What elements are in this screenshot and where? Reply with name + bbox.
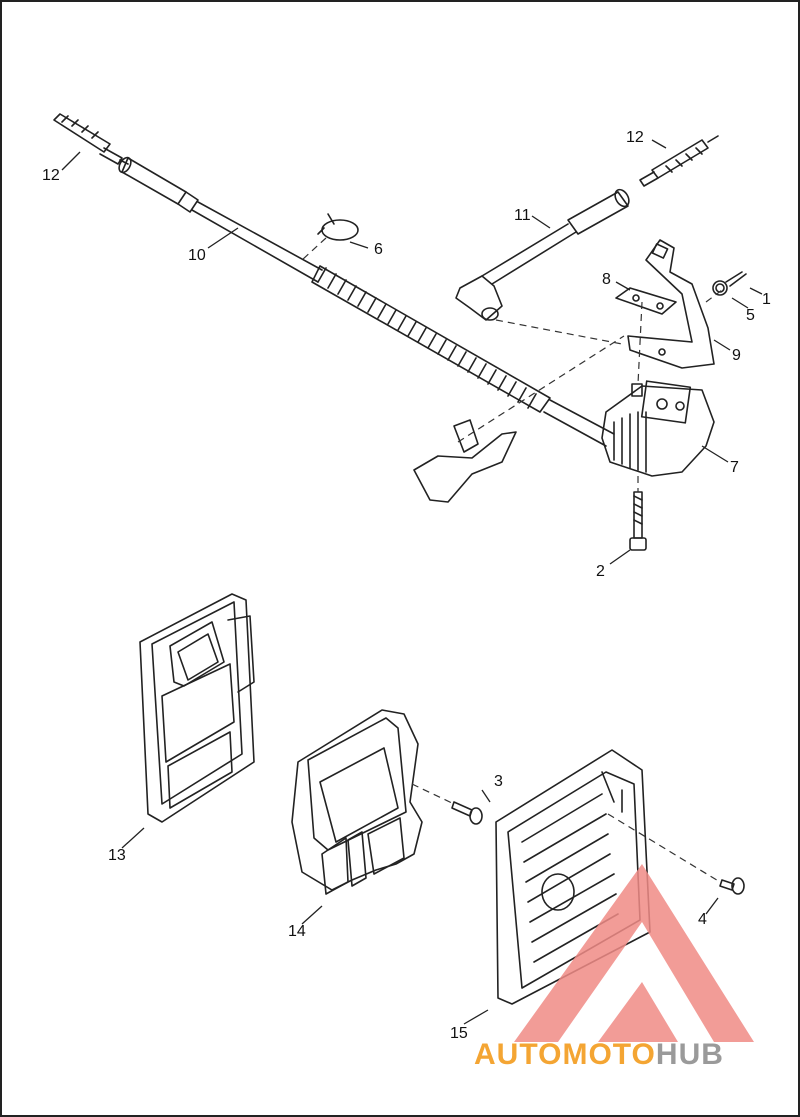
coil-bracket — [627, 239, 715, 369]
callout-4: 4 — [698, 911, 707, 928]
watermark-part1: AUTOMOTO — [474, 1038, 656, 1071]
callout-labels: 12 10 6 12 11 1 8 5 9 7 2 3 13 14 4 15 — [42, 129, 771, 1042]
spark-plug-right — [639, 135, 719, 187]
callout-8: 8 — [602, 271, 611, 288]
cover-screw — [719, 877, 745, 895]
spark-plug-wire-long — [118, 156, 615, 447]
screw-and-washer — [712, 271, 747, 296]
callout-14: 14 — [288, 923, 306, 940]
callout-5: 5 — [746, 307, 755, 324]
mounting-plate — [615, 287, 677, 315]
ignition-coil — [601, 380, 715, 477]
watermark-text: AUTOMOTOHUB — [474, 1038, 724, 1071]
callout-3: 3 — [494, 773, 503, 790]
callout-10: 10 — [188, 247, 206, 264]
spark-plug-left — [53, 113, 129, 165]
watermark-part2: HUB — [656, 1038, 724, 1071]
ecm-cover — [495, 749, 651, 1005]
wire-clamp — [317, 213, 359, 241]
coil-bolt — [629, 491, 647, 551]
left-bracket — [413, 419, 517, 503]
watermark-logo — [514, 864, 754, 1042]
callout-1: 1 — [762, 291, 771, 308]
callout-13: 13 — [108, 847, 126, 864]
callout-11: 11 — [514, 207, 531, 224]
alignment-lines — [301, 237, 723, 883]
callout-6: 6 — [374, 241, 383, 258]
ecm-screw — [451, 801, 483, 825]
leader-lines — [61, 139, 763, 1025]
callout-2: 2 — [596, 563, 605, 580]
callout-12-left: 12 — [42, 167, 60, 184]
spark-plug-wire-short — [455, 188, 630, 321]
ecm-module-rear — [139, 593, 255, 823]
callout-15: 15 — [450, 1025, 468, 1042]
callout-7: 7 — [730, 459, 739, 476]
callout-9: 9 — [732, 347, 741, 364]
callout-12-right: 12 — [626, 129, 644, 146]
ecm-module — [291, 709, 423, 895]
